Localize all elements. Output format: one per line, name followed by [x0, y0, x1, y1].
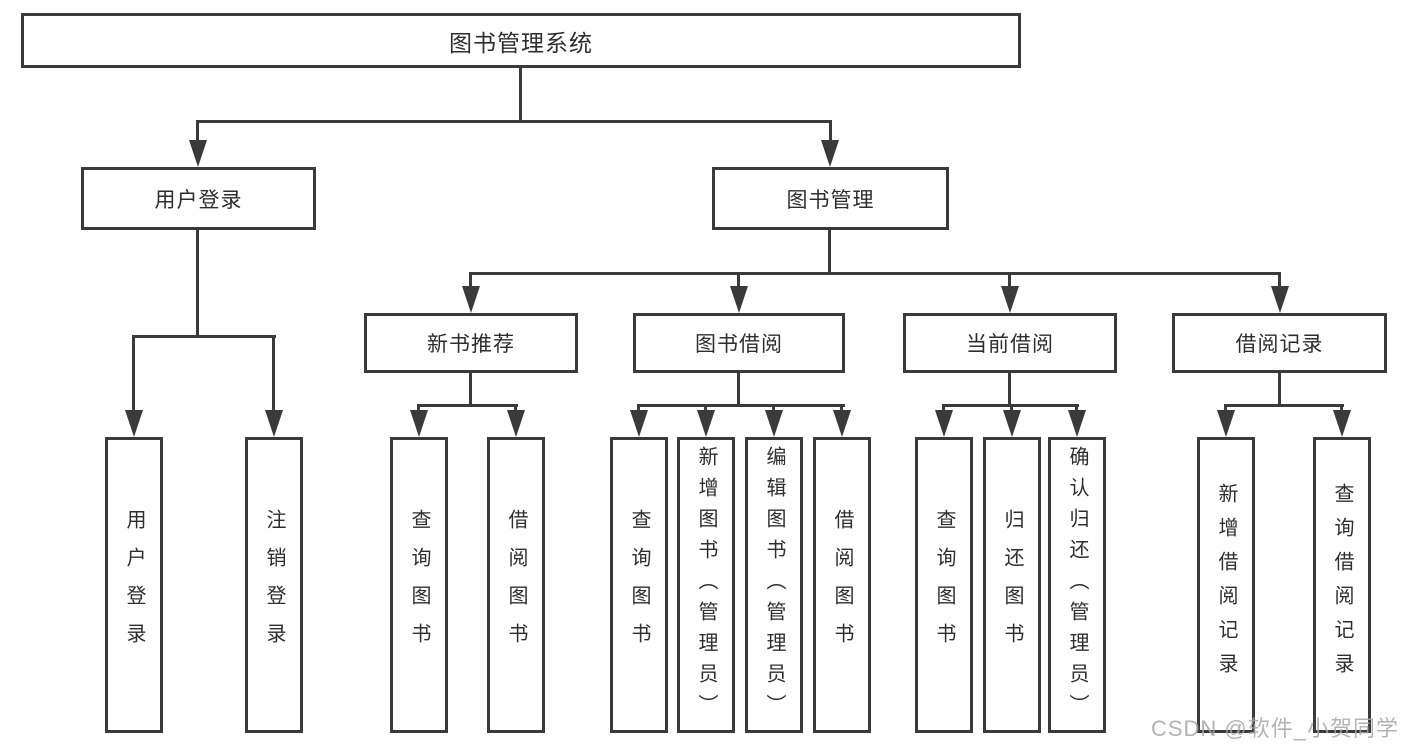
node-book-management-label: 图书管理: [786, 188, 875, 212]
line: [1008, 272, 1011, 290]
arrowhead-down: [765, 410, 783, 437]
node-root: 图书管理系统: [21, 13, 1021, 68]
line: [469, 272, 1281, 275]
leaf-add-borrow-record: 新增借阅记录: [1197, 437, 1255, 733]
leaf-add-book-admin: 新增图书（管理员）: [677, 437, 735, 733]
line: [417, 404, 518, 407]
node-user-login-label: 用户登录: [154, 188, 243, 212]
arrowhead-down: [1217, 410, 1235, 437]
leaf-query-book-recommend-label: 查询图书: [408, 509, 430, 661]
leaf-logout: 注销登录: [245, 437, 303, 733]
node-borrow-records-label: 借阅记录: [1235, 333, 1324, 356]
line: [132, 335, 276, 338]
leaf-user-login-label: 用户登录: [123, 509, 145, 661]
leaf-logout-label: 注销登录: [263, 509, 285, 661]
line: [196, 120, 199, 144]
line: [772, 404, 775, 414]
leaf-query-book-borrow: 查询图书: [610, 437, 668, 733]
arrowhead-down: [1003, 410, 1021, 437]
line: [519, 65, 522, 123]
arrowhead-down: [462, 286, 480, 313]
node-borrow-records: 借阅记录: [1172, 313, 1387, 373]
line: [942, 404, 945, 414]
line: [417, 404, 420, 414]
line: [1008, 371, 1011, 407]
leaf-query-book-current: 查询图书: [915, 437, 973, 733]
node-book-borrow-label: 图书借阅: [695, 333, 783, 356]
line: [1278, 272, 1281, 290]
line: [1224, 404, 1344, 407]
csdn-watermark: CSDN @软件_小贺同学: [1150, 716, 1399, 741]
node-book-management: 图书管理: [712, 167, 949, 230]
leaf-user-login: 用户登录: [105, 437, 163, 733]
arrowhead-down: [125, 410, 143, 437]
arrowhead-down: [935, 410, 953, 437]
arrowhead-down: [730, 286, 748, 313]
leaf-query-book-current-label: 查询图书: [933, 509, 955, 661]
leaf-return-book-label: 归还图书: [1001, 509, 1023, 661]
arrowhead-down: [1068, 410, 1086, 437]
leaf-edit-book-admin-label: 编辑图书（管理员）: [763, 445, 785, 725]
line: [637, 404, 845, 407]
line: [840, 404, 843, 414]
leaf-edit-book-admin: 编辑图书（管理员）: [745, 437, 803, 733]
leaf-query-book-recommend: 查询图书: [390, 437, 448, 733]
node-current-borrow-label: 当前借阅: [966, 333, 1054, 356]
line: [828, 228, 831, 274]
line: [1278, 371, 1281, 407]
arrowhead-down: [630, 410, 648, 437]
line: [737, 272, 740, 290]
line: [1010, 404, 1013, 414]
leaf-borrow-book-recommend: 借阅图书: [487, 437, 545, 733]
node-current-borrow: 当前借阅: [903, 313, 1117, 373]
line: [132, 335, 135, 413]
leaf-query-borrow-record-label: 查询借阅记录: [1331, 483, 1353, 687]
node-new-book-recommend-label: 新书推荐: [427, 333, 515, 356]
leaf-borrow-book-label: 借阅图书: [831, 509, 853, 661]
line: [829, 120, 832, 144]
arrowhead-down: [1001, 286, 1019, 313]
node-new-book-recommend: 新书推荐: [364, 313, 578, 373]
line: [469, 371, 472, 407]
line: [272, 335, 275, 413]
arrowhead-down: [1333, 410, 1351, 437]
arrowhead-down: [507, 410, 525, 437]
node-book-borrow: 图书借阅: [633, 313, 845, 373]
node-user-login: 用户登录: [81, 167, 316, 230]
leaf-return-book: 归还图书: [983, 437, 1041, 733]
line: [514, 404, 517, 414]
line: [196, 120, 832, 123]
leaf-query-borrow-record: 查询借阅记录: [1313, 437, 1371, 733]
node-root-label: 图书管理系统: [449, 29, 593, 56]
arrowhead-down: [1271, 286, 1289, 313]
line: [1224, 404, 1227, 414]
leaf-query-book-borrow-label: 查询图书: [628, 509, 650, 661]
line: [704, 404, 707, 414]
arrowhead-down: [265, 410, 283, 437]
arrowhead-down: [833, 410, 851, 437]
leaf-confirm-return-admin-label: 确认归还（管理员）: [1066, 445, 1088, 725]
leaf-confirm-return-admin: 确认归还（管理员）: [1048, 437, 1106, 733]
arrowhead-down: [821, 140, 839, 167]
line: [737, 371, 740, 407]
arrowhead-down: [189, 140, 207, 167]
arrowhead-down: [697, 410, 715, 437]
leaf-borrow-book: 借阅图书: [813, 437, 871, 733]
line: [1340, 404, 1343, 414]
line: [196, 228, 199, 338]
arrowhead-down: [410, 410, 428, 437]
line: [1075, 404, 1078, 414]
leaf-add-borrow-record-label: 新增借阅记录: [1215, 483, 1237, 687]
line: [469, 272, 472, 290]
leaf-borrow-book-recommend-label: 借阅图书: [505, 509, 527, 661]
leaf-add-book-admin-label: 新增图书（管理员）: [695, 445, 717, 725]
line: [637, 404, 640, 414]
